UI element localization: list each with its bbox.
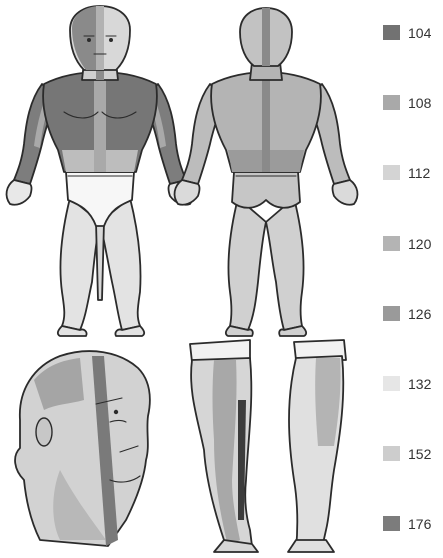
legend-swatch <box>383 236 400 251</box>
legend-swatch <box>383 376 400 391</box>
legend-label: 132 <box>408 375 431 393</box>
legend-label: 120 <box>408 235 431 253</box>
legend-label: 112 <box>408 164 430 182</box>
legend-item: 112 <box>383 164 443 182</box>
legend-item: 132 <box>383 375 443 393</box>
legend-label: 176 <box>408 515 431 533</box>
legend-label: 126 <box>408 305 431 323</box>
legend-swatch <box>383 516 400 531</box>
legend-swatch <box>383 95 400 110</box>
legend-swatch <box>383 165 400 180</box>
legend: 104 108 112 120 126 132 152 176 <box>383 0 443 553</box>
back-body-figure <box>175 8 358 336</box>
legend-label: 108 <box>408 94 431 112</box>
head-detail-figure <box>15 351 150 546</box>
leg-medial-figure <box>288 340 346 552</box>
leg-side-figure <box>190 340 258 552</box>
legend-label: 152 <box>408 445 431 463</box>
legend-item: 108 <box>383 94 443 112</box>
legend-item: 176 <box>383 515 443 533</box>
legend-item: 120 <box>383 235 443 253</box>
legend-item: 104 <box>383 24 443 42</box>
legend-swatch <box>383 446 400 461</box>
legend-label: 104 <box>408 24 431 42</box>
legend-swatch <box>383 25 400 40</box>
legend-swatch <box>383 306 400 321</box>
front-body-figure <box>7 6 194 336</box>
legend-item: 152 <box>383 445 443 463</box>
legend-item: 126 <box>383 305 443 323</box>
